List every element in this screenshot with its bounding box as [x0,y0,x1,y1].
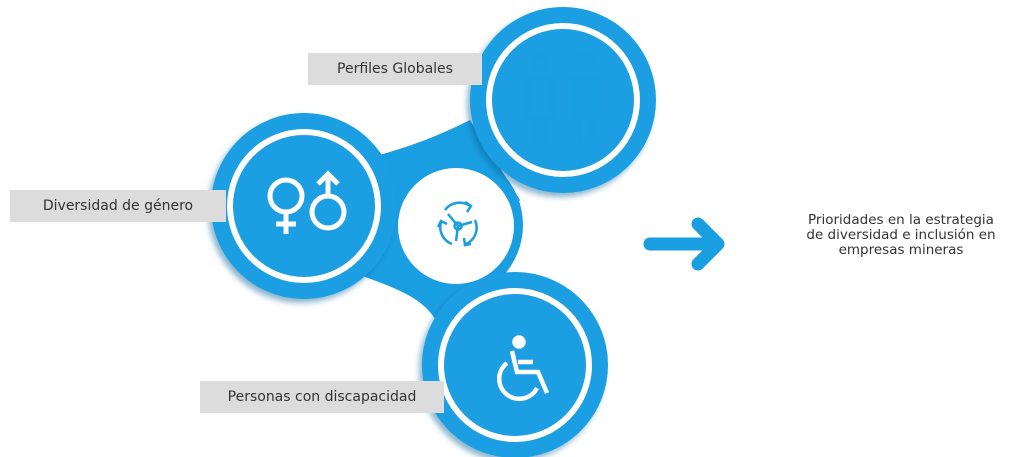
ring-top [486,23,640,177]
cycle-arrows-icon [436,200,478,247]
diagram-caption: Prioridades en la estrategia de diversid… [782,213,1020,258]
label-global-profiles: Perfiles Globales [308,53,482,85]
label-disability: Personas con discapacidad [200,381,444,413]
caption-line-2: de diversidad e inclusión en [806,227,996,243]
label-gender-diversity: Diversidad de género [10,190,226,222]
gender-symbols-icon [267,170,347,234]
lobe-left [211,113,397,299]
caption-line-1: Prioridades en la estrategia [808,212,994,228]
right-arrow-icon [643,217,725,271]
propeller-shape [211,7,656,457]
lobe-top [470,7,656,193]
ring-bottom [438,288,592,442]
ring-left [227,129,381,283]
people-icon [526,52,601,142]
wheelchair-icon [496,335,550,402]
caption-line-3: empresas mineras [838,242,964,258]
center-disc [398,168,514,284]
